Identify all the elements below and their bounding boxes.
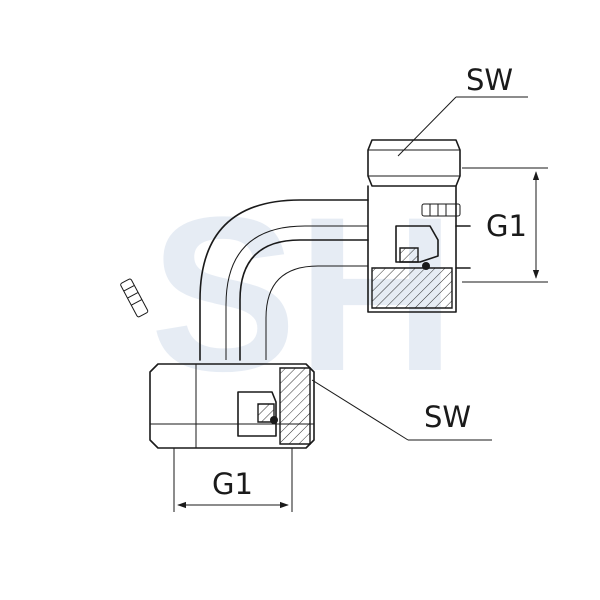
bottom-o-ring [270,416,278,424]
sw-bottom-label: SW [424,400,471,434]
bottom-nut-section [279,367,311,445]
g1-bottom-dimension [173,448,293,512]
spanner-icon-left [120,278,149,318]
top-nut-section [371,267,453,309]
g1-right-label: G1 [486,209,527,243]
g1-right-dimension [462,167,548,283]
spanner-icon [421,203,461,217]
top-o-ring [422,262,430,270]
sw-top-leader [397,96,528,157]
bottom-union-nut [149,363,315,449]
g1-bottom-label: G1 [212,467,253,501]
top-union-nut [367,139,471,313]
sw-top-label: SW [466,63,513,97]
sw-bottom-leader [311,379,492,441]
elbow-tube [199,199,369,361]
